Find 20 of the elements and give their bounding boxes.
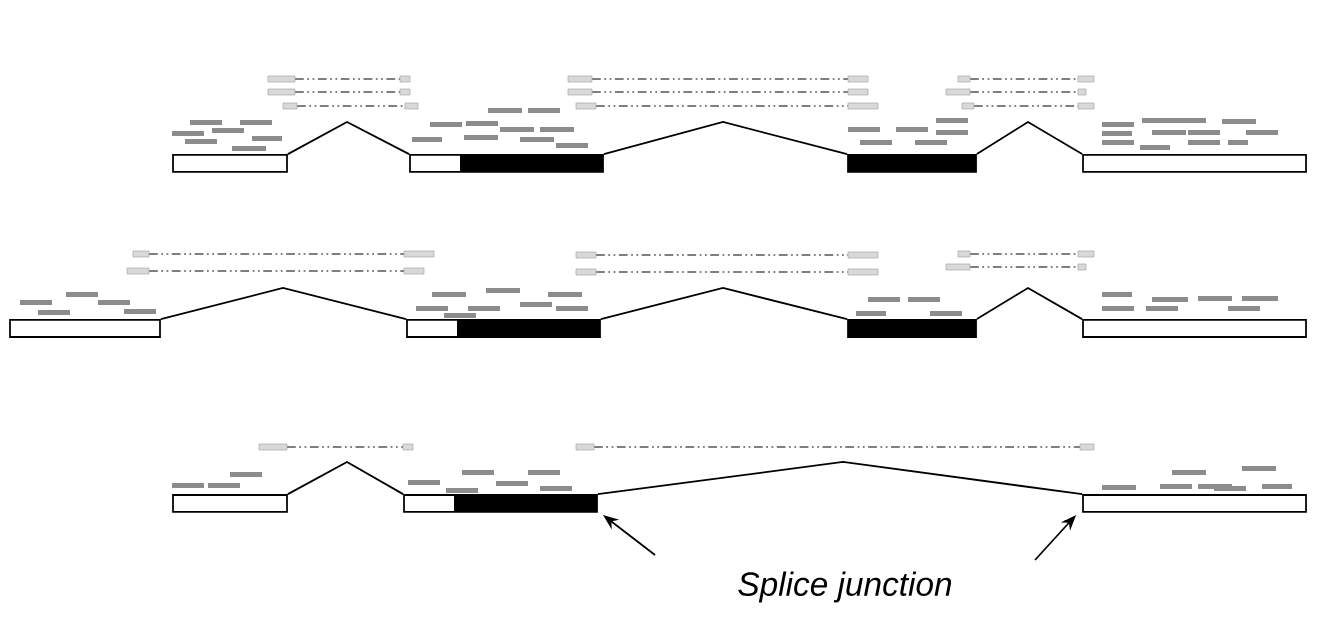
label-text: Splice junction	[738, 571, 952, 603]
intron-line	[287, 121, 410, 155]
intron-line	[603, 121, 848, 155]
intron-line	[160, 287, 407, 320]
exon-box	[1082, 319, 1307, 338]
exon-box	[409, 154, 604, 173]
exon-box	[406, 319, 601, 338]
exon-box	[847, 154, 977, 173]
exon-box	[1082, 154, 1307, 173]
intron-line	[976, 120, 1083, 155]
exon-box	[172, 494, 288, 513]
intron-line	[287, 461, 404, 495]
exon-box	[403, 494, 598, 513]
exon-box	[1082, 494, 1307, 513]
intron-line	[597, 461, 1083, 495]
exon-box	[9, 319, 161, 338]
intron-line	[976, 286, 1083, 320]
intron-line	[600, 287, 848, 320]
exon-box	[847, 319, 977, 338]
exon-box	[172, 154, 288, 173]
